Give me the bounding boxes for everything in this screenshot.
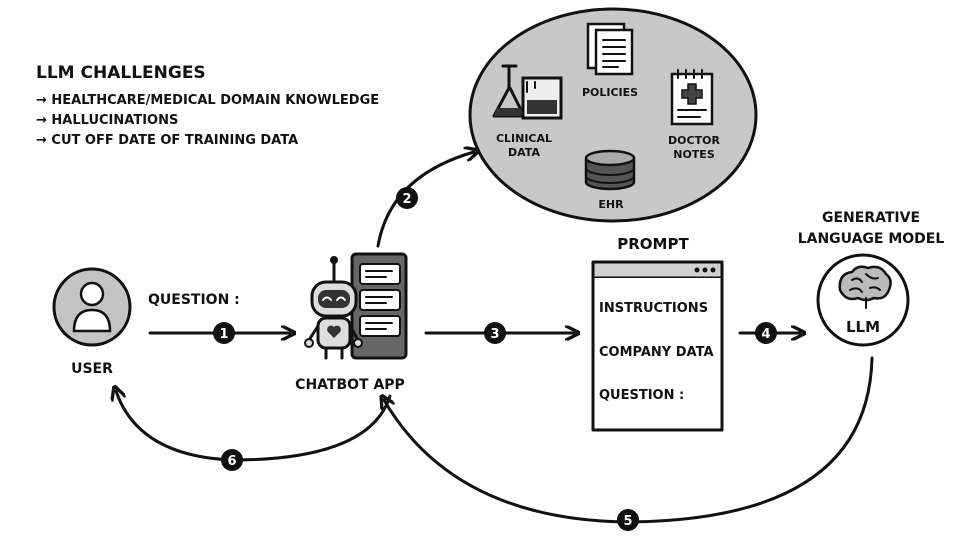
llm-node: GENERATIVE LANGUAGE MODEL LLM xyxy=(798,210,945,347)
user-circle xyxy=(52,267,132,347)
arrow-step-2 xyxy=(376,152,474,248)
step-badges: 1 2 3 4 5 6 xyxy=(213,187,777,531)
database-icon xyxy=(584,149,636,191)
doctor-notes-label: NOTES xyxy=(673,148,715,161)
chatbot-node: CHATBOT APP xyxy=(295,252,408,393)
data-sources: CLINICAL DATA POLICIES DOCTOR NOTES EHR xyxy=(468,7,758,223)
step-number: 4 xyxy=(761,327,770,342)
brain-icon xyxy=(838,265,892,309)
step-3-badge: 3 xyxy=(484,322,506,344)
step-1-badge: 1 xyxy=(213,322,235,344)
prompt-title: PROMPT xyxy=(617,235,689,253)
ehr-label: EHR xyxy=(598,198,624,211)
step-number: 1 xyxy=(219,327,228,342)
step-6-badge: 6 xyxy=(221,449,243,471)
llm-title: LANGUAGE MODEL xyxy=(798,231,945,247)
policies-label: POLICIES xyxy=(582,86,638,99)
data-sources-ellipse xyxy=(468,7,758,223)
lab-flask-icon xyxy=(492,64,563,120)
question-label: QUESTION : xyxy=(148,292,240,308)
step-4-badge: 4 xyxy=(755,322,777,344)
arrow-step-6 xyxy=(116,391,392,462)
window-dot-icon xyxy=(710,267,716,273)
user-node: USER xyxy=(52,267,132,377)
user-icon xyxy=(72,281,112,333)
doctor-notes-label: DOCTOR xyxy=(668,134,720,147)
step-number: 3 xyxy=(490,327,499,342)
clinical-label: DATA xyxy=(508,146,540,159)
step-number: 2 xyxy=(402,192,411,207)
user-label: USER xyxy=(71,361,113,377)
step-5-badge: 5 xyxy=(617,509,639,531)
llm-title: GENERATIVE xyxy=(822,210,920,226)
step-number: 6 xyxy=(227,454,236,469)
llm-challenges: LLM CHALLENGES → HEALTHCARE/MEDICAL DOMA… xyxy=(36,63,379,148)
challenge-item: → HALLUCINATIONS xyxy=(36,113,178,128)
step-2-badge: 2 xyxy=(396,187,418,209)
prompt-question: QUESTION : xyxy=(599,388,684,403)
prompt-company-data: COMPANY DATA xyxy=(599,345,714,360)
llm-label: LLM xyxy=(846,318,880,336)
window-dot-icon xyxy=(694,267,700,273)
challenge-item: → HEALTHCARE/MEDICAL DOMAIN KNOWLEDGE xyxy=(36,93,379,108)
clinical-label: CLINICAL xyxy=(496,132,552,145)
robot-icon xyxy=(304,256,363,360)
chatbot-label: CHATBOT APP xyxy=(295,377,405,393)
challenges-title: LLM CHALLENGES xyxy=(36,63,206,83)
prompt-node: PROMPT INSTRUCTIONS COMPANY DATA QUESTIO… xyxy=(591,235,724,432)
chat-window-icon xyxy=(350,252,408,360)
step-number: 5 xyxy=(623,514,632,529)
challenge-item: → CUT OFF DATE OF TRAINING DATA xyxy=(36,133,298,148)
prompt-instructions: INSTRUCTIONS xyxy=(599,301,708,316)
window-dot-icon xyxy=(702,267,708,273)
prompt-window xyxy=(591,260,724,432)
document-icon xyxy=(586,22,634,76)
clipboard-icon xyxy=(670,69,714,126)
